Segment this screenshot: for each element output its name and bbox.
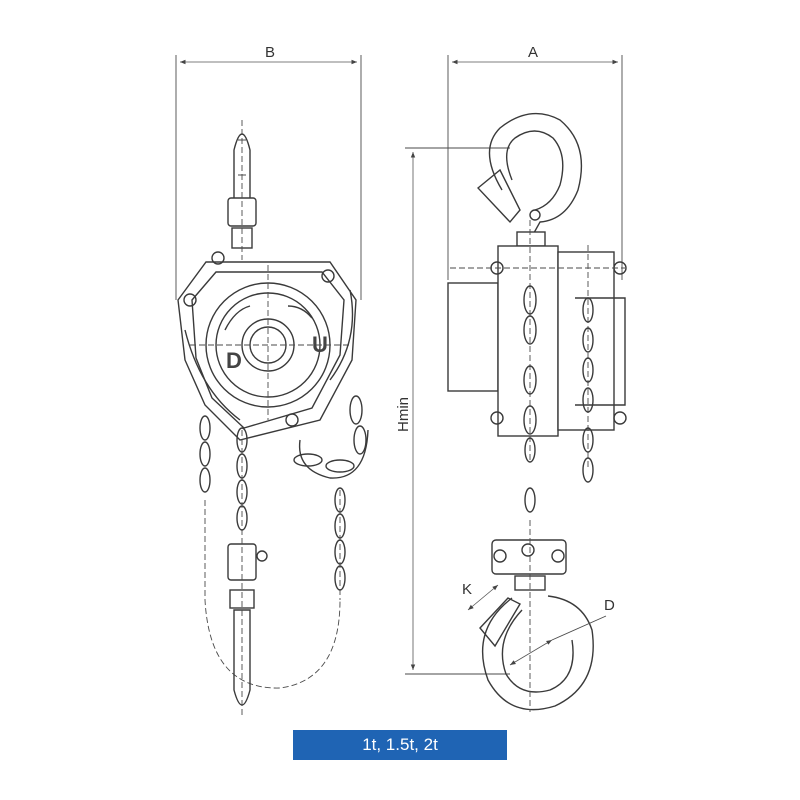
wheel-mark-up: U	[312, 332, 328, 357]
front-view: B D U	[175, 44, 369, 715]
wheel-mark-down: D	[226, 348, 242, 373]
dimension-a-label: A	[528, 44, 538, 61]
dimension-d-label: D	[604, 597, 615, 614]
side-view: A Hmin	[395, 44, 627, 712]
hoist-body-side	[447, 220, 627, 470]
dimension-hmin-label: Hmin	[395, 397, 412, 432]
capacity-caption: 1t, 1.5t, 2t	[293, 730, 507, 760]
load-chain-front	[227, 427, 268, 715]
hand-chain-right	[293, 395, 369, 600]
dimension-k-label: K	[462, 581, 472, 598]
side-load-chain	[523, 285, 594, 513]
hand-chain-left	[199, 415, 341, 689]
side-top-hook	[476, 112, 583, 247]
dimension-b-label: B	[265, 44, 275, 61]
hoist-body-front: D U	[177, 251, 357, 441]
side-bottom-hook	[479, 520, 594, 712]
dimension-k-line	[467, 584, 499, 611]
top-hook	[227, 120, 257, 260]
dimension-d-line	[509, 639, 553, 666]
